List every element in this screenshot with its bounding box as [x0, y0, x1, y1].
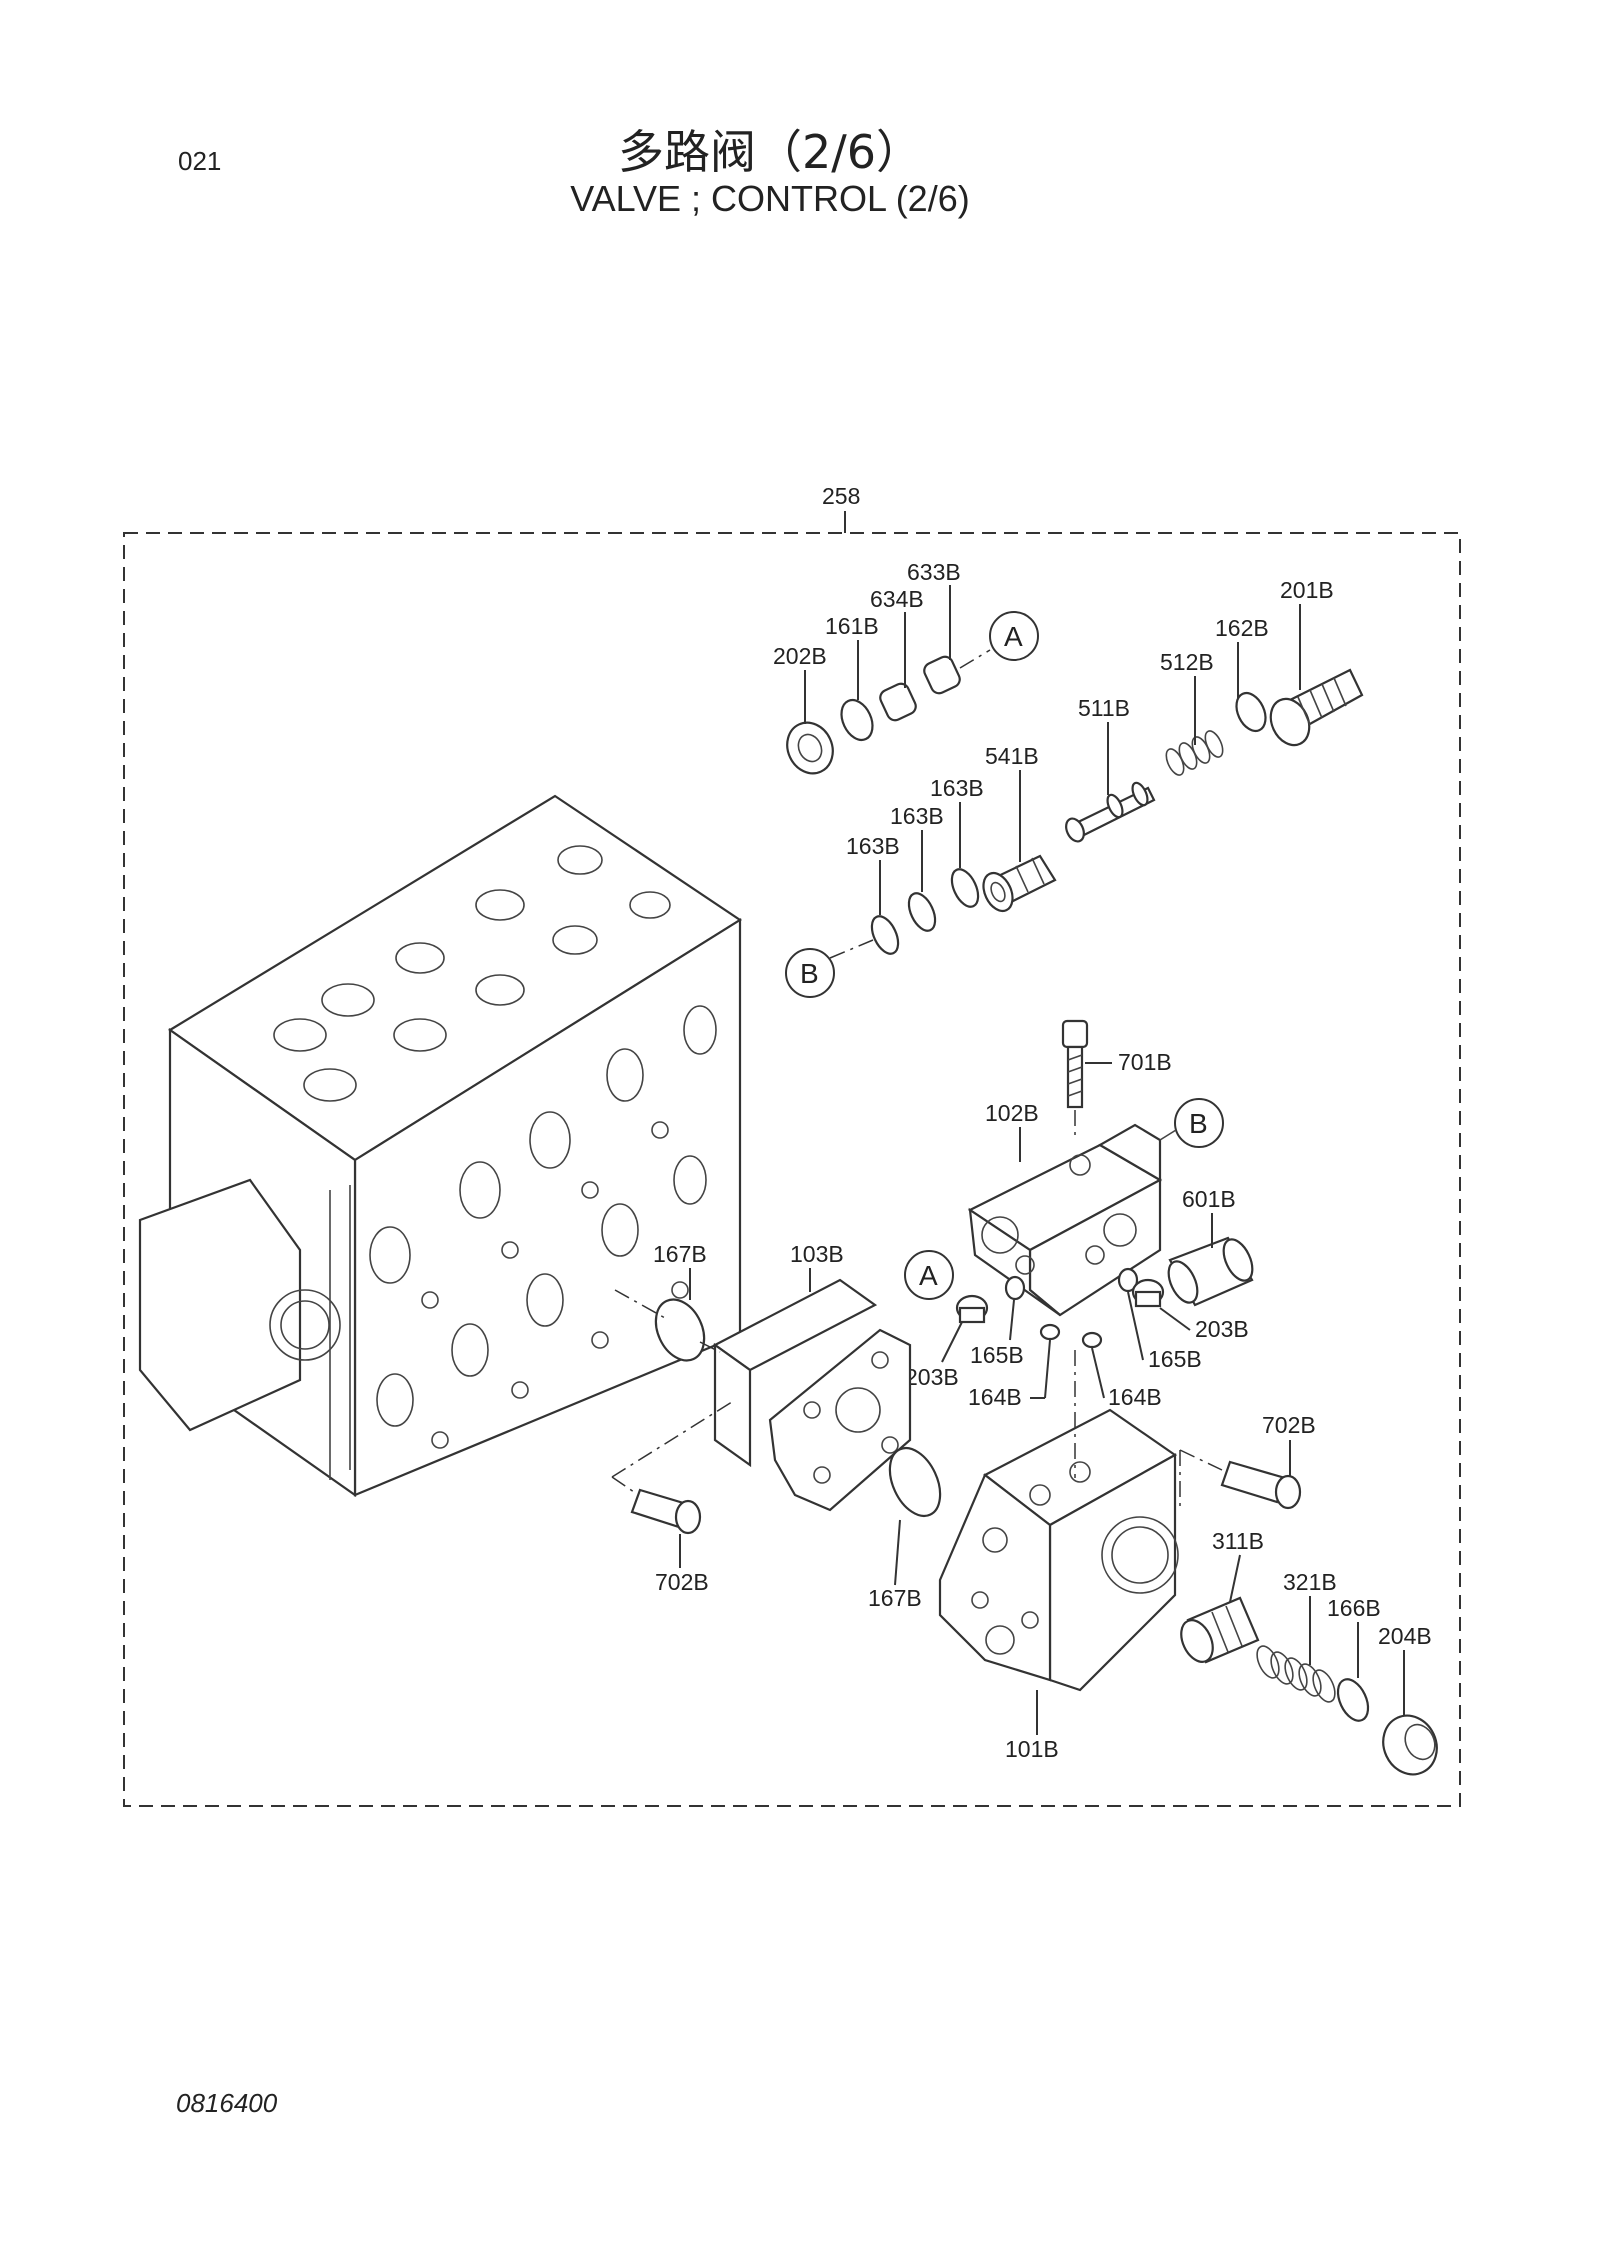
label-167b-upper: 167B — [653, 1241, 707, 1267]
plug-203b-left — [955, 1294, 989, 1324]
o-ring-167b-upper — [654, 1298, 706, 1362]
label-512b: 512B — [1160, 649, 1214, 675]
o-ring-161b — [840, 698, 874, 742]
label-201b: 201B — [1280, 577, 1334, 603]
housing-101b — [938, 1408, 1179, 1692]
o-ring-165b-right — [1117, 1267, 1139, 1293]
reference-marker-a-middle — [904, 1250, 954, 1300]
bolt-701b — [1061, 1019, 1089, 1109]
o-ring-163b-c — [870, 915, 900, 955]
part-311b — [1180, 1596, 1260, 1664]
reference-marker-a-top — [989, 611, 1039, 661]
plug-203b-right — [1131, 1278, 1165, 1308]
o-ring-164b-left — [1039, 1323, 1061, 1341]
label-321b: 321B — [1283, 1569, 1337, 1595]
part-634b — [879, 682, 917, 722]
label-203b-right: 203B — [1195, 1316, 1249, 1342]
label-163b-3: 163B — [846, 833, 900, 859]
page-title-chinese: 多路阀（2/6） — [617, 125, 923, 179]
label-165b-left: 165B — [970, 1342, 1024, 1368]
label-165b-right: 165B — [1148, 1346, 1202, 1372]
label-633b: 633B — [907, 559, 961, 585]
spring-321b — [1256, 1645, 1336, 1703]
page-number: 021 — [178, 146, 222, 176]
reference-marker-a-middle-label: A — [919, 1260, 938, 1291]
plug-204b — [1382, 1714, 1438, 1776]
valve-601b — [1167, 1236, 1254, 1307]
bolt-702b-left — [630, 1488, 702, 1535]
plug-202b — [786, 721, 834, 775]
reference-marker-b-right-label: B — [1189, 1108, 1208, 1139]
drawing-number: 0816400 — [176, 2088, 278, 2118]
cover-103b — [712, 1278, 912, 1512]
reference-marker-b-left-label: B — [800, 958, 819, 989]
label-702b-right: 702B — [1262, 1412, 1316, 1438]
label-167b-lower: 167B — [868, 1585, 922, 1611]
label-203b-left: 203B — [905, 1364, 959, 1390]
label-701b: 701B — [1118, 1049, 1172, 1075]
label-634b: 634B — [870, 586, 924, 612]
spool-511b — [1065, 781, 1156, 843]
o-ring-163b-a — [950, 868, 980, 908]
label-541b: 541B — [985, 743, 1039, 769]
label-702b-left: 702B — [655, 1569, 709, 1595]
assembly-label: 258 — [822, 483, 860, 509]
label-311b: 311B — [1212, 1528, 1264, 1554]
part-201b — [1269, 668, 1364, 747]
label-164b-left: 164B — [968, 1384, 1022, 1410]
reference-marker-a-top-label: A — [1004, 621, 1023, 652]
label-103b: 103B — [790, 1241, 844, 1267]
page-title-english: VALVE ; CONTROL (2/6) — [570, 178, 970, 219]
o-ring-164b-right — [1081, 1331, 1103, 1349]
label-101b: 101B — [1005, 1736, 1059, 1762]
bolt-702b-right — [1220, 1460, 1302, 1510]
o-ring-167b-lower — [888, 1446, 942, 1518]
label-162b: 162B — [1215, 615, 1269, 641]
label-202b: 202B — [773, 643, 827, 669]
label-166b: 166B — [1327, 1595, 1381, 1621]
reference-marker-b-left — [785, 948, 835, 998]
o-ring-162b — [1235, 691, 1267, 733]
label-511b: 511B — [1078, 695, 1130, 721]
label-161b: 161B — [825, 613, 879, 639]
reference-marker-b-right — [1174, 1098, 1224, 1148]
assembly-boundary — [123, 532, 1461, 1807]
o-ring-165b-left — [1004, 1275, 1026, 1301]
label-164b-right: 164B — [1108, 1384, 1162, 1410]
housing-102b — [967, 1123, 1163, 1317]
valve-body-drawing — [138, 794, 743, 1498]
label-163b-2: 163B — [890, 803, 944, 829]
o-ring-166b — [1336, 1678, 1370, 1722]
label-601b: 601B — [1182, 1186, 1236, 1212]
o-ring-163b-b — [907, 892, 937, 932]
sleeve-541b — [982, 854, 1057, 913]
part-633b — [923, 655, 961, 695]
label-204b: 204B — [1378, 1623, 1432, 1649]
label-163b-1: 163B — [930, 775, 984, 801]
label-102b: 102B — [985, 1100, 1039, 1126]
